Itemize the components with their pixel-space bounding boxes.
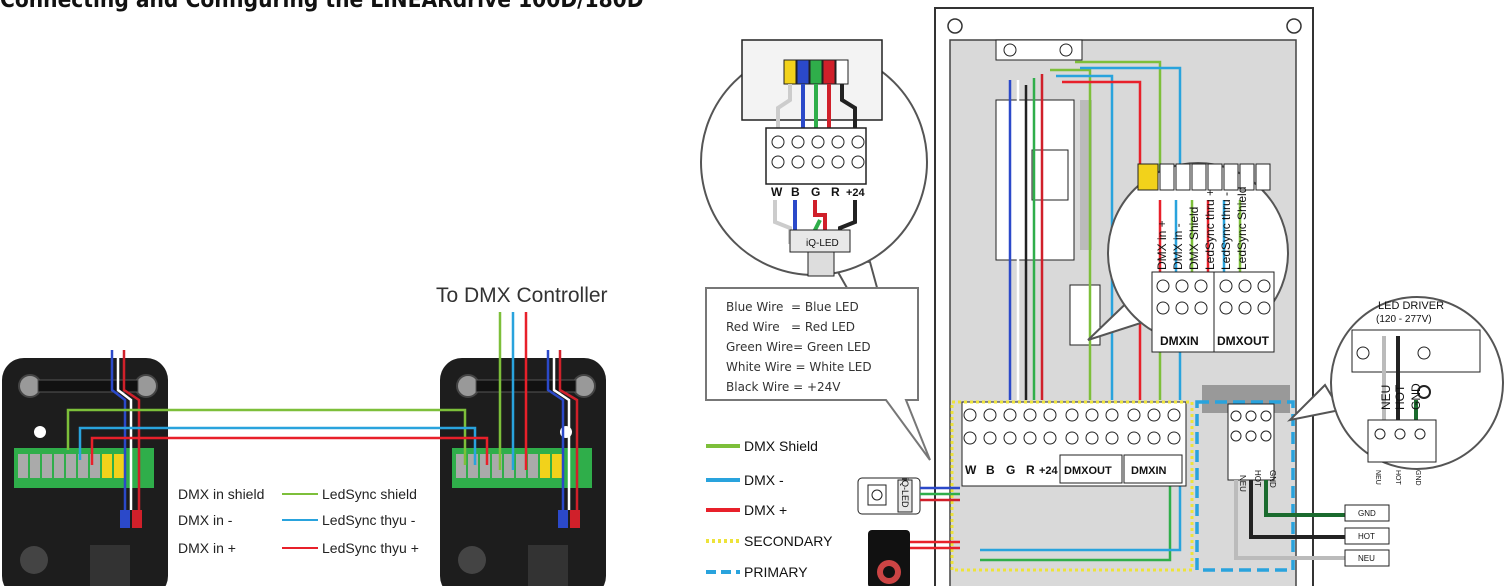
driver-range: (120 - 277V) <box>1376 314 1432 325</box>
driver-out-hot: HOT <box>1394 470 1401 486</box>
power-term-neu: NEU <box>1238 475 1247 492</box>
zoom2-term-5: LedSync thru - <box>1219 192 1233 270</box>
zoom-term-w: W <box>771 185 783 199</box>
main-term-b: B <box>986 463 995 477</box>
out-neu: NEU <box>1358 554 1375 563</box>
zoom2-dmxout: DMXOUT <box>1217 334 1270 348</box>
main-term-dmxout: DMXOUT <box>1064 465 1112 477</box>
power-term-hot: HOT <box>1253 470 1262 487</box>
secondary-boundary <box>950 400 1194 572</box>
main-term-g: G <box>1006 463 1015 477</box>
callout-line-red: Red Wire = Red LED <box>726 320 856 334</box>
main-term-r: R <box>1026 463 1035 477</box>
dmx-controller-label: To DMX Controller <box>436 284 608 307</box>
zoom-term-g: G <box>811 185 820 199</box>
key-primary: PRIMARY <box>744 564 808 580</box>
zoom2-term-1: DMX in + <box>1155 220 1169 270</box>
legend-dmx-in-minus: DMX in - <box>178 512 233 528</box>
driver-hot: HOT <box>1393 384 1407 410</box>
zoom-iq-led: iQ-LED <box>806 238 839 249</box>
legend-ledsync-shield: LedSync shield <box>322 486 417 502</box>
zoom-term-24: +24 <box>846 187 866 199</box>
iq-led-label: iQ-LED <box>900 478 910 508</box>
iq-led-controller <box>857 477 921 515</box>
main-terminal-block <box>961 401 1187 487</box>
legend-dmx-in-plus: DMX in + <box>178 540 236 556</box>
linear-drive-unit-right <box>440 358 606 586</box>
zoom2-term-3: DMX Shield <box>1187 207 1201 270</box>
power-output-labels <box>1344 504 1390 567</box>
key-dmx-plus: DMX + <box>744 502 788 518</box>
zoom-detail-dmx-terminals <box>1087 162 1289 353</box>
legend-ledsync-minus: LedSync thyu - <box>322 512 416 528</box>
wire-map-callout-box <box>705 287 931 461</box>
driver-gnd: GND <box>1409 383 1423 410</box>
power-term-gnd: GND <box>1268 470 1277 488</box>
callout-line-green: Green Wire= Green LED <box>726 340 871 354</box>
zoom-term-r: R <box>831 185 840 199</box>
callout-line-black: Black Wire = +24V <box>726 380 841 394</box>
key-secondary: SECONDARY <box>744 533 833 549</box>
main-term-dmxin: DMXIN <box>1131 465 1167 477</box>
out-hot: HOT <box>1358 532 1375 541</box>
zoom-term-b: B <box>791 185 800 199</box>
callout-line-white: White Wire = White LED <box>726 360 872 374</box>
zoom2-dmxin: DMXIN <box>1160 334 1199 348</box>
key-legend-swatches <box>706 444 740 574</box>
main-term-24: +24 <box>1039 465 1059 477</box>
key-dmx-shield: DMX Shield <box>744 438 818 454</box>
page-title: Connecting and Configuring the LINEARdri… <box>0 0 644 13</box>
zoom2-term-4: LedSync thru + <box>1203 189 1217 270</box>
power-terminal-block <box>1227 403 1275 481</box>
legend-dmx-in-shield: DMX in shield <box>178 486 265 502</box>
rgb-remote <box>868 530 910 586</box>
main-term-w: W <box>965 463 977 477</box>
driver-out-neu: NEU <box>1374 470 1381 485</box>
legend-ledsync-plus: LedSync thyu + <box>322 540 419 556</box>
zoom-detail-led-driver <box>1286 296 1504 470</box>
zoom2-term-2: DMX in - <box>1171 223 1185 270</box>
driver-out-gnd: GND <box>1414 470 1421 486</box>
out-gnd: GND <box>1358 509 1376 518</box>
zoom2-term-6: LedSync Shield <box>1235 187 1249 270</box>
driver-title: LED DRIVER <box>1378 300 1444 312</box>
driver-neu: NEU <box>1379 385 1393 410</box>
callout-line-blue: Blue Wire = Blue LED <box>726 300 859 314</box>
primary-boundary <box>1195 400 1295 572</box>
wire-map-callout: Blue Wire = Blue LED Red Wire = Red LED … <box>706 288 918 400</box>
linear-drive-unit-left <box>2 358 168 586</box>
key-dmx-minus: DMX - <box>744 472 784 488</box>
wire-legend-swatches <box>282 493 318 549</box>
